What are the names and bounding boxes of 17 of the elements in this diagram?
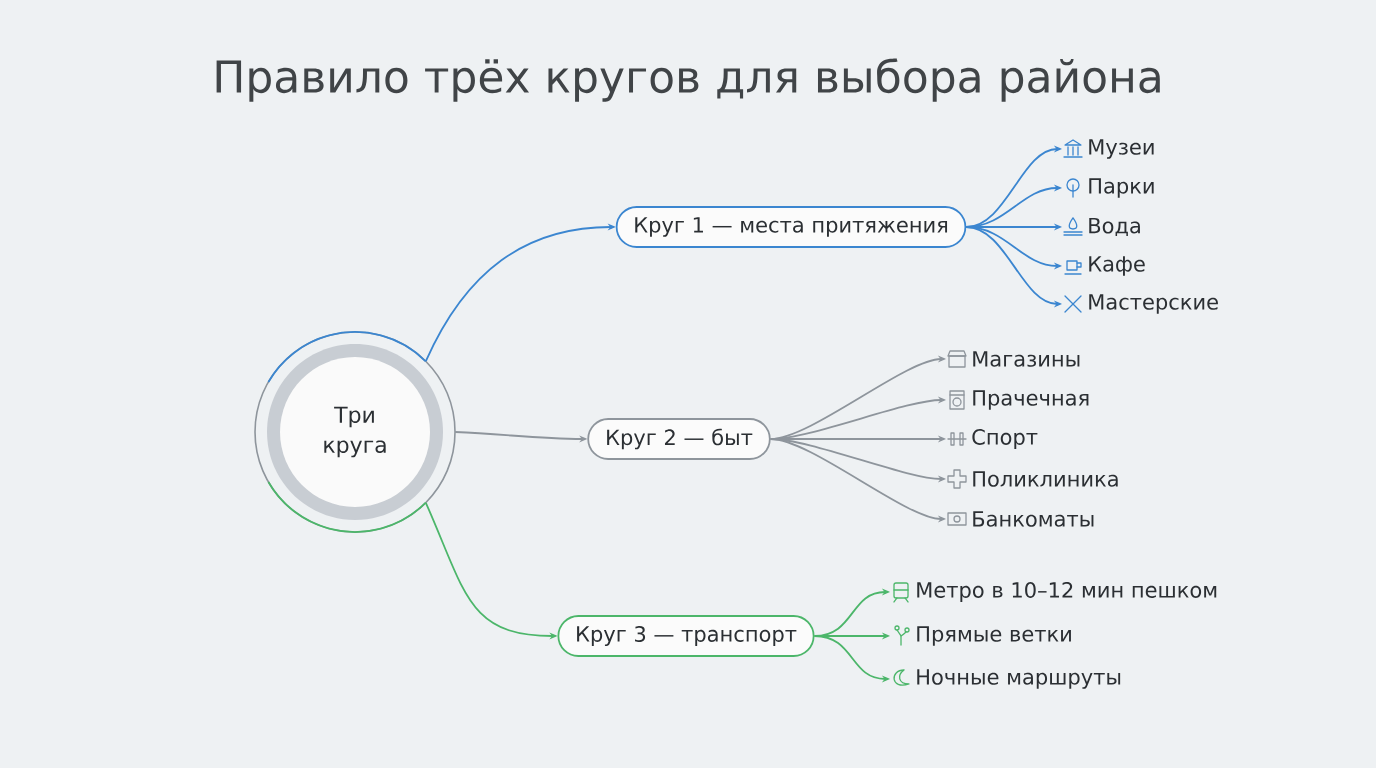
branch-box: Круг 2 — быт [587, 418, 771, 460]
item-label: Метро в 10–12 мин пешком [917, 582, 1217, 602]
item-label: Кафе [1089, 256, 1145, 276]
item-label: Вода [1089, 217, 1140, 237]
item-label: Мастерские [1089, 294, 1218, 314]
title: Правило трёх кругов для выбора района [216, 58, 1160, 102]
item-label: Парки [1089, 178, 1154, 198]
item-label: Ночные маршруты [917, 669, 1121, 689]
item-label: Прямые ветки [917, 626, 1071, 646]
item-label: Магазины [973, 351, 1080, 367]
item-label: Банкоматы [973, 511, 1094, 527]
branch-box: Круг 3 — транспорт [557, 615, 815, 657]
branch-box: Круг 1 — места притяжения [615, 206, 967, 248]
item-label: Спорт [972, 429, 1038, 449]
item-label: Поликлиника [973, 471, 1118, 487]
item-label: Музеи [1089, 139, 1154, 159]
item-label: Прачечная [973, 390, 1089, 410]
